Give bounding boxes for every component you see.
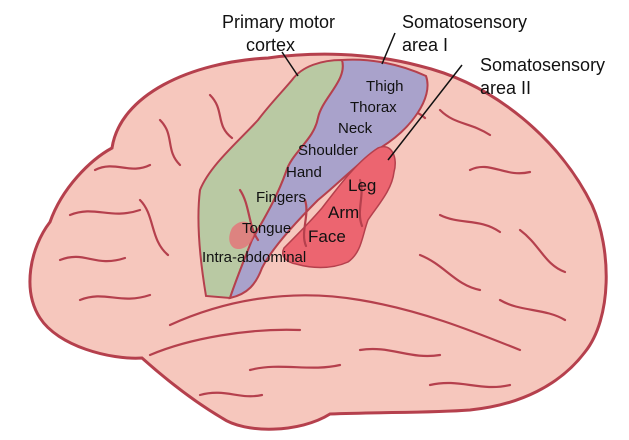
somatosensory-2-label-line2: area II (480, 78, 531, 98)
region-tongue: Tongue (242, 220, 291, 237)
region-intra-abdominal: Intra-abdominal (202, 249, 306, 266)
region-hand: Hand (286, 164, 322, 181)
somatosensory-2-label-line1: Somatosensory (480, 55, 605, 75)
primary-motor-label-line1: Primary motor (222, 12, 335, 32)
region-face: Face (308, 227, 346, 246)
region-thigh: Thigh (366, 78, 404, 95)
primary-motor-label-line2: cortex (246, 35, 295, 55)
region-leg: Leg (348, 176, 376, 195)
region-thorax: Thorax (350, 99, 397, 116)
somatosensory-1-label-line2: area I (402, 35, 448, 55)
region-arm: Arm (328, 203, 359, 222)
somatosensory-1-label-line1: Somatosensory (402, 12, 527, 32)
region-shoulder: Shoulder (298, 142, 358, 159)
region-neck: Neck (338, 120, 373, 137)
region-fingers: Fingers (256, 189, 306, 206)
